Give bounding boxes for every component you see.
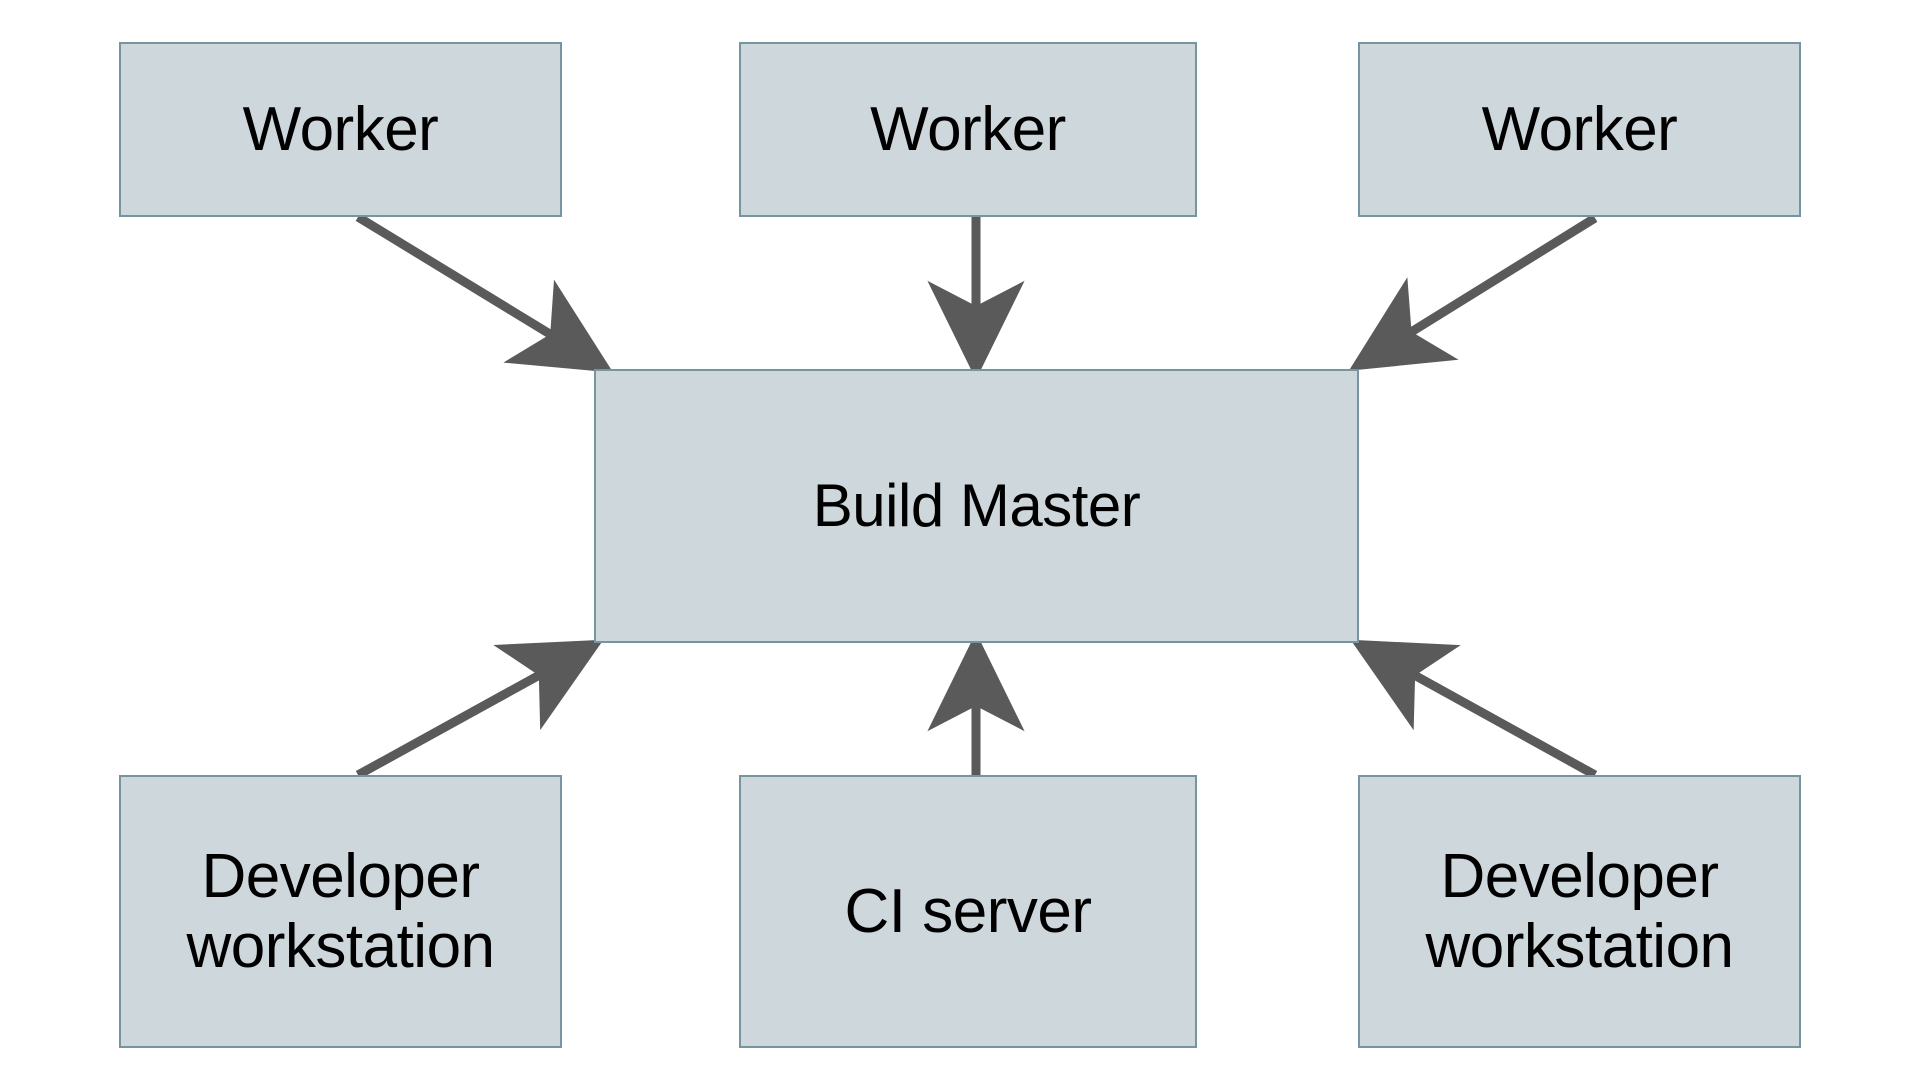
edge-worker-3-to-build-master [1348,214,1598,371]
node-developer-workstation-1[interactable]: Developer workstation [119,775,562,1048]
node-label-developer-workstation-1: Developer workstation [186,842,495,981]
node-worker-1[interactable]: Worker [119,42,562,217]
node-label-worker-1: Worker [242,94,439,164]
node-ci-server[interactable]: CI server [739,775,1197,1048]
edge-developer-workstation-1-to-build-master [355,639,604,779]
node-build-master[interactable]: Build Master [594,369,1359,643]
node-worker-3[interactable]: Worker [1358,42,1801,217]
edge-worker-1-to-build-master [355,213,614,373]
node-label-worker-2: Worker [870,94,1066,164]
edge-developer-workstation-2-to-build-master [1350,639,1598,779]
node-label-worker-3: Worker [1481,94,1678,164]
node-developer-workstation-2[interactable]: Developer workstation [1358,775,1801,1048]
node-label-ci-server: CI server [844,876,1092,946]
edge-group [355,213,1598,779]
node-label-developer-workstation-2: Developer workstation [1425,842,1734,981]
node-label-build-master: Build Master [812,472,1141,540]
node-worker-2[interactable]: Worker [739,42,1197,217]
